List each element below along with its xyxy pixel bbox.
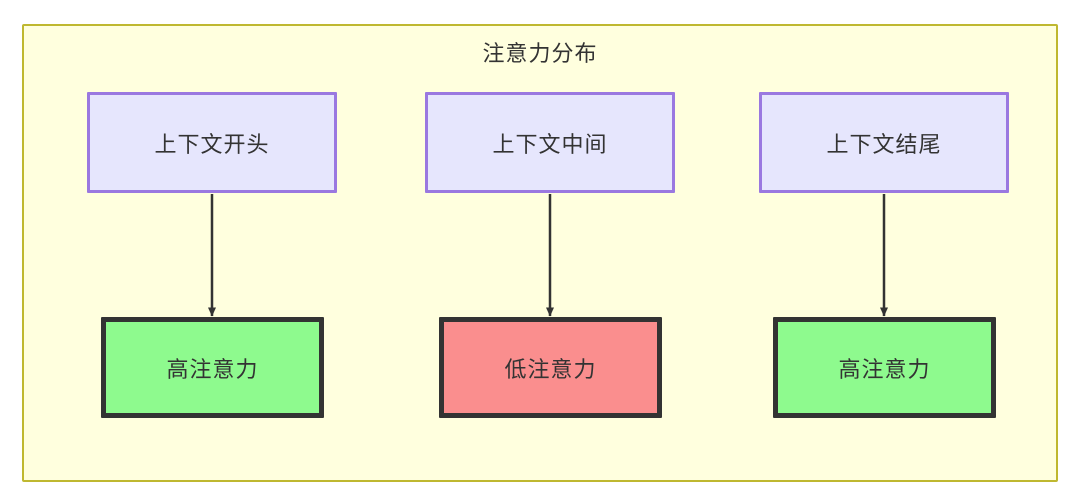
node-context-start[interactable]: 上下文开头	[87, 92, 337, 193]
node-context-end[interactable]: 上下文结尾	[759, 92, 1009, 193]
node-label: 高注意力	[166, 356, 259, 382]
node-attention-low-middle[interactable]: 低注意力	[439, 317, 662, 418]
node-attention-high-end[interactable]: 高注意力	[773, 317, 996, 418]
node-label: 低注意力	[504, 356, 597, 382]
node-label: 高注意力	[838, 356, 931, 382]
node-context-middle[interactable]: 上下文中间	[425, 92, 675, 193]
node-attention-high-start[interactable]: 高注意力	[101, 317, 324, 418]
node-label: 上下文开头	[154, 131, 270, 157]
subgraph-title: 注意力分布	[482, 41, 598, 66]
node-label: 上下文中间	[492, 131, 608, 157]
node-label: 上下文结尾	[826, 131, 942, 157]
